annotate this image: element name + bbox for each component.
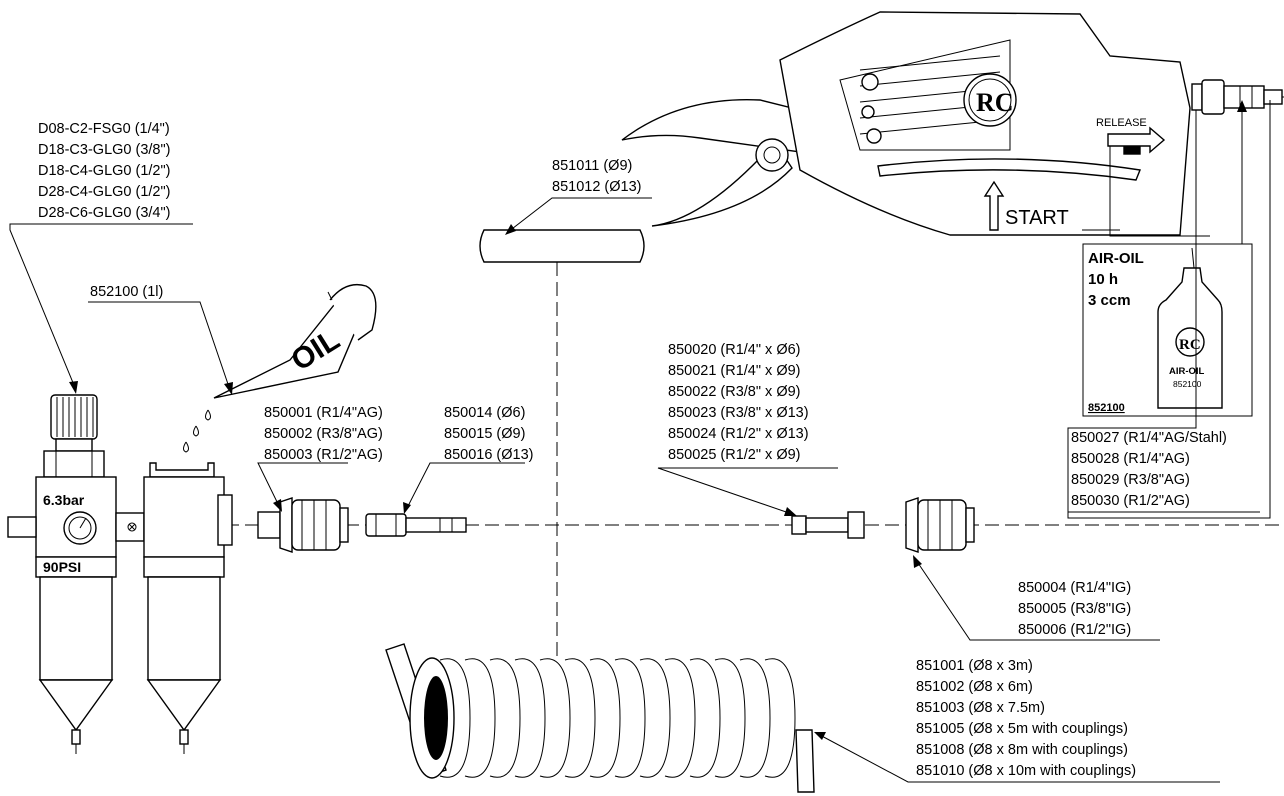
spiral-hose-part-6: 851010 (Ø8 x 10m with couplings) (916, 763, 1136, 779)
hose-part-list: 851011 (Ø9) 851012 (Ø13) (552, 158, 641, 195)
adapter-drawing (791, 511, 865, 539)
release-label: RELEASE (1096, 117, 1147, 129)
leader-lines (9, 100, 1271, 783)
oil-can-drawing (213, 283, 377, 399)
adapter-part-3: 850022 (R3/8" x Ø9) (668, 384, 801, 400)
regulator-part-3: D18-C4-GLG0 (1/2") (38, 163, 170, 179)
hose-nipple-part-2: 850015 (Ø9) (444, 426, 525, 442)
spiral-hose-drawing (385, 643, 815, 793)
coupling-ag-part-2: 850002 (R3/8"AG) (264, 426, 383, 442)
nipple-ag-part-1: 850027 (R1/4"AG/Stahl) (1071, 430, 1227, 446)
nipple-ag-part-list: 850027 (R1/4"AG/Stahl) 850028 (R1/4"AG) … (1071, 430, 1227, 509)
hose-nipple-part-1: 850014 (Ø6) (444, 405, 525, 421)
hose-nipple-drawing (365, 513, 467, 537)
regulator-part-2: D18-C3-GLG0 (3/8") (38, 142, 170, 158)
hose-part-1: 851011 (Ø9) (552, 158, 632, 174)
nipple-ag-part-3: 850029 (R3/8"AG) (1071, 472, 1190, 488)
air-oil-title: AIR-OIL (1088, 250, 1144, 267)
filter-regulator-unit (7, 394, 233, 754)
spiral-hose-part-4: 851005 (Ø8 x 5m with couplings) (916, 721, 1128, 737)
spiral-hose-part-5: 851008 (Ø8 x 8m with couplings) (916, 742, 1128, 758)
spiral-hose-part-list: 851001 (Ø8 x 3m) 851002 (Ø8 x 6m) 851003… (916, 658, 1136, 779)
coupling-ag-drawing (257, 497, 349, 553)
regulator-part-4: D28-C4-GLG0 (1/2") (38, 184, 170, 200)
air-oil-amount: 3 ccm (1088, 292, 1131, 309)
regulator-part-1: D08-C2-FSG0 (1/4") (38, 121, 170, 137)
adapter-part-6: 850025 (R1/2" x Ø9) (668, 447, 801, 463)
hose-nipple-part-3: 850016 (Ø13) (444, 447, 533, 463)
pressure-bar-text: 6.3bar (43, 492, 85, 508)
adapter-part-list: 850020 (R1/4" x Ø6) 850021 (R1/4" x Ø9) … (668, 342, 809, 463)
air-oil-part-no: 852100 (1088, 402, 1125, 414)
coupling-ag-part-1: 850001 (R1/4"AG) (264, 405, 383, 421)
spiral-hose-part-1: 851001 (Ø8 x 3m) (916, 658, 1033, 674)
tool-logo-text: RC (976, 88, 1014, 117)
coupling-ag-part-list: 850001 (R1/4"AG) 850002 (R3/8"AG) 850003… (264, 405, 383, 463)
coupling-ig-part-3: 850006 (R1/2"IG) (1018, 622, 1131, 638)
spiral-hose-part-3: 851003 (Ø8 x 7.5m) (916, 700, 1045, 716)
coupling-ig-part-list: 850004 (R1/4"IG) 850005 (R3/8"IG) 850006… (1018, 580, 1131, 638)
pressure-psi-text: 90PSI (43, 559, 81, 575)
regulator-part-list: D08-C2-FSG0 (1/4") D18-C3-GLG0 (3/8") D1… (38, 121, 170, 221)
start-label: START (1005, 207, 1069, 229)
coupling-ag-part-3: 850003 (R1/2"AG) (264, 447, 383, 463)
bottle-part-no: 852100 (1173, 379, 1202, 389)
hose-nipple-part-list: 850014 (Ø6) 850015 (Ø9) 850016 (Ø13) (444, 405, 533, 463)
adapter-part-1: 850020 (R1/4" x Ø6) (668, 342, 801, 358)
coupling-ig-drawing (905, 497, 975, 553)
adapter-part-5: 850024 (R1/2" x Ø13) (668, 426, 809, 442)
pneumatic-pruner-drawing (621, 11, 1283, 236)
adapter-part-2: 850021 (R1/4" x Ø9) (668, 363, 801, 379)
air-oil-interval: 10 h (1088, 271, 1118, 288)
hose-part-2: 851012 (Ø13) (552, 179, 641, 195)
spiral-hose-part-2: 851002 (Ø8 x 6m) (916, 679, 1033, 695)
nipple-ag-part-4: 850030 (R1/2"AG) (1071, 493, 1190, 509)
bottle-label: AIR-OIL (1169, 366, 1205, 377)
regulator-part-5: D28-C6-GLG0 (3/4") (38, 205, 170, 221)
adapter-part-4: 850023 (R3/8" x Ø13) (668, 405, 809, 421)
nipple-ag-part-2: 850028 (R1/4"AG) (1071, 451, 1190, 467)
bottle-logo-text: RC (1179, 337, 1201, 353)
oil-can-part-label: 852100 (1l) (90, 284, 163, 300)
air-oil-box (1082, 243, 1253, 417)
oil-bottle-drawing: RC (1157, 247, 1223, 409)
straight-hose-drawing (479, 229, 645, 263)
coupling-ig-part-1: 850004 (R1/4"IG) (1018, 580, 1131, 596)
coupling-ig-part-2: 850005 (R3/8"IG) (1018, 601, 1131, 617)
